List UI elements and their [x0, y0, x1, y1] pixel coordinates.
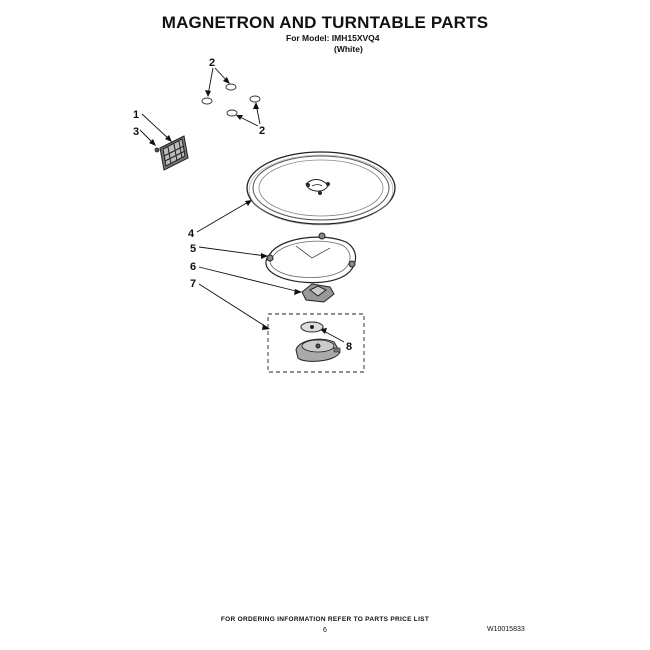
leader-arrowheads: [149, 77, 327, 334]
washer-parts: [201, 83, 261, 117]
color-line: (White): [334, 44, 363, 54]
coupler-part: [301, 283, 335, 303]
magnetron-cover-part: [159, 135, 189, 171]
callout-3: 3: [133, 126, 139, 138]
callout-6: 6: [190, 261, 196, 273]
washer-icon: [225, 83, 237, 91]
callout-7: 7: [190, 278, 196, 290]
turntable-motor-part: [295, 321, 341, 362]
leader-5: [198, 246, 267, 257]
roller-ring-part: [265, 232, 357, 284]
callout-4: 4: [188, 228, 195, 240]
page-number: 6: [323, 627, 327, 634]
ordering-note: FOR ORDERING INFORMATION REFER TO PARTS …: [220, 616, 430, 623]
leader-7: [198, 283, 269, 329]
leader-1: [141, 113, 171, 141]
page-title: MAGNETRON AND TURNTABLE PARTS: [161, 13, 489, 32]
callout-1: 1: [133, 109, 139, 121]
washer-icon: [249, 95, 261, 103]
callout-5: 5: [190, 243, 196, 255]
glass-tray-part: [246, 151, 396, 226]
leader-2a-left: [207, 67, 214, 96]
callout-8: 8: [346, 341, 352, 353]
leader-6: [198, 266, 301, 293]
leader-4: [196, 200, 251, 233]
model-line: For Model: IMH15XVQ4: [286, 33, 380, 43]
screw-part: [154, 147, 160, 153]
washer-icon: [226, 109, 238, 117]
callout-2-top: 2: [209, 57, 215, 69]
washer-icon: [201, 97, 213, 105]
document-number: W10015833: [487, 626, 525, 633]
callout-2-right: 2: [259, 125, 265, 137]
